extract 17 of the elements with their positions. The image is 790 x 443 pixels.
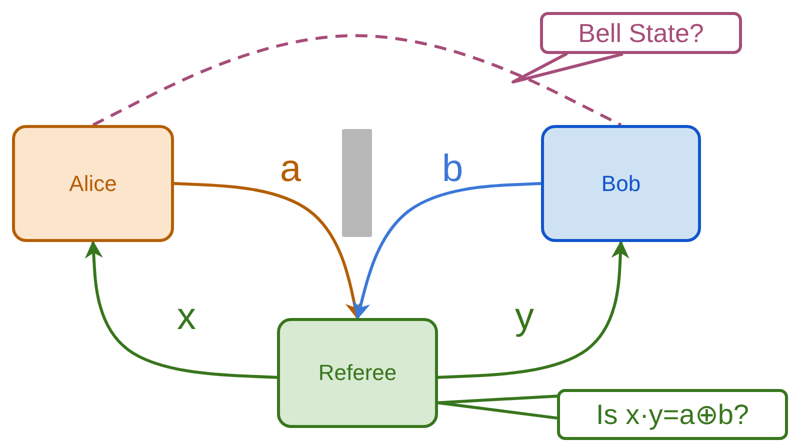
node-label: Is x·y=a⊕b? xyxy=(596,398,749,431)
dashed-connector xyxy=(92,34,622,126)
node-label: Referee xyxy=(318,360,397,386)
process-box xyxy=(277,318,438,428)
process-box xyxy=(12,125,174,242)
node-label: Bob xyxy=(601,170,641,196)
node-label: Bell State? xyxy=(578,18,704,48)
node-label: Alice xyxy=(69,170,117,196)
callout-bubble xyxy=(557,389,788,440)
leader-line xyxy=(512,52,624,84)
leader-line xyxy=(436,394,558,420)
arrow xyxy=(438,240,630,379)
arrow xyxy=(84,240,278,379)
process-box xyxy=(541,125,701,242)
barrier-bar xyxy=(342,129,372,237)
callout-bubble xyxy=(540,12,742,54)
arrow xyxy=(352,182,542,320)
